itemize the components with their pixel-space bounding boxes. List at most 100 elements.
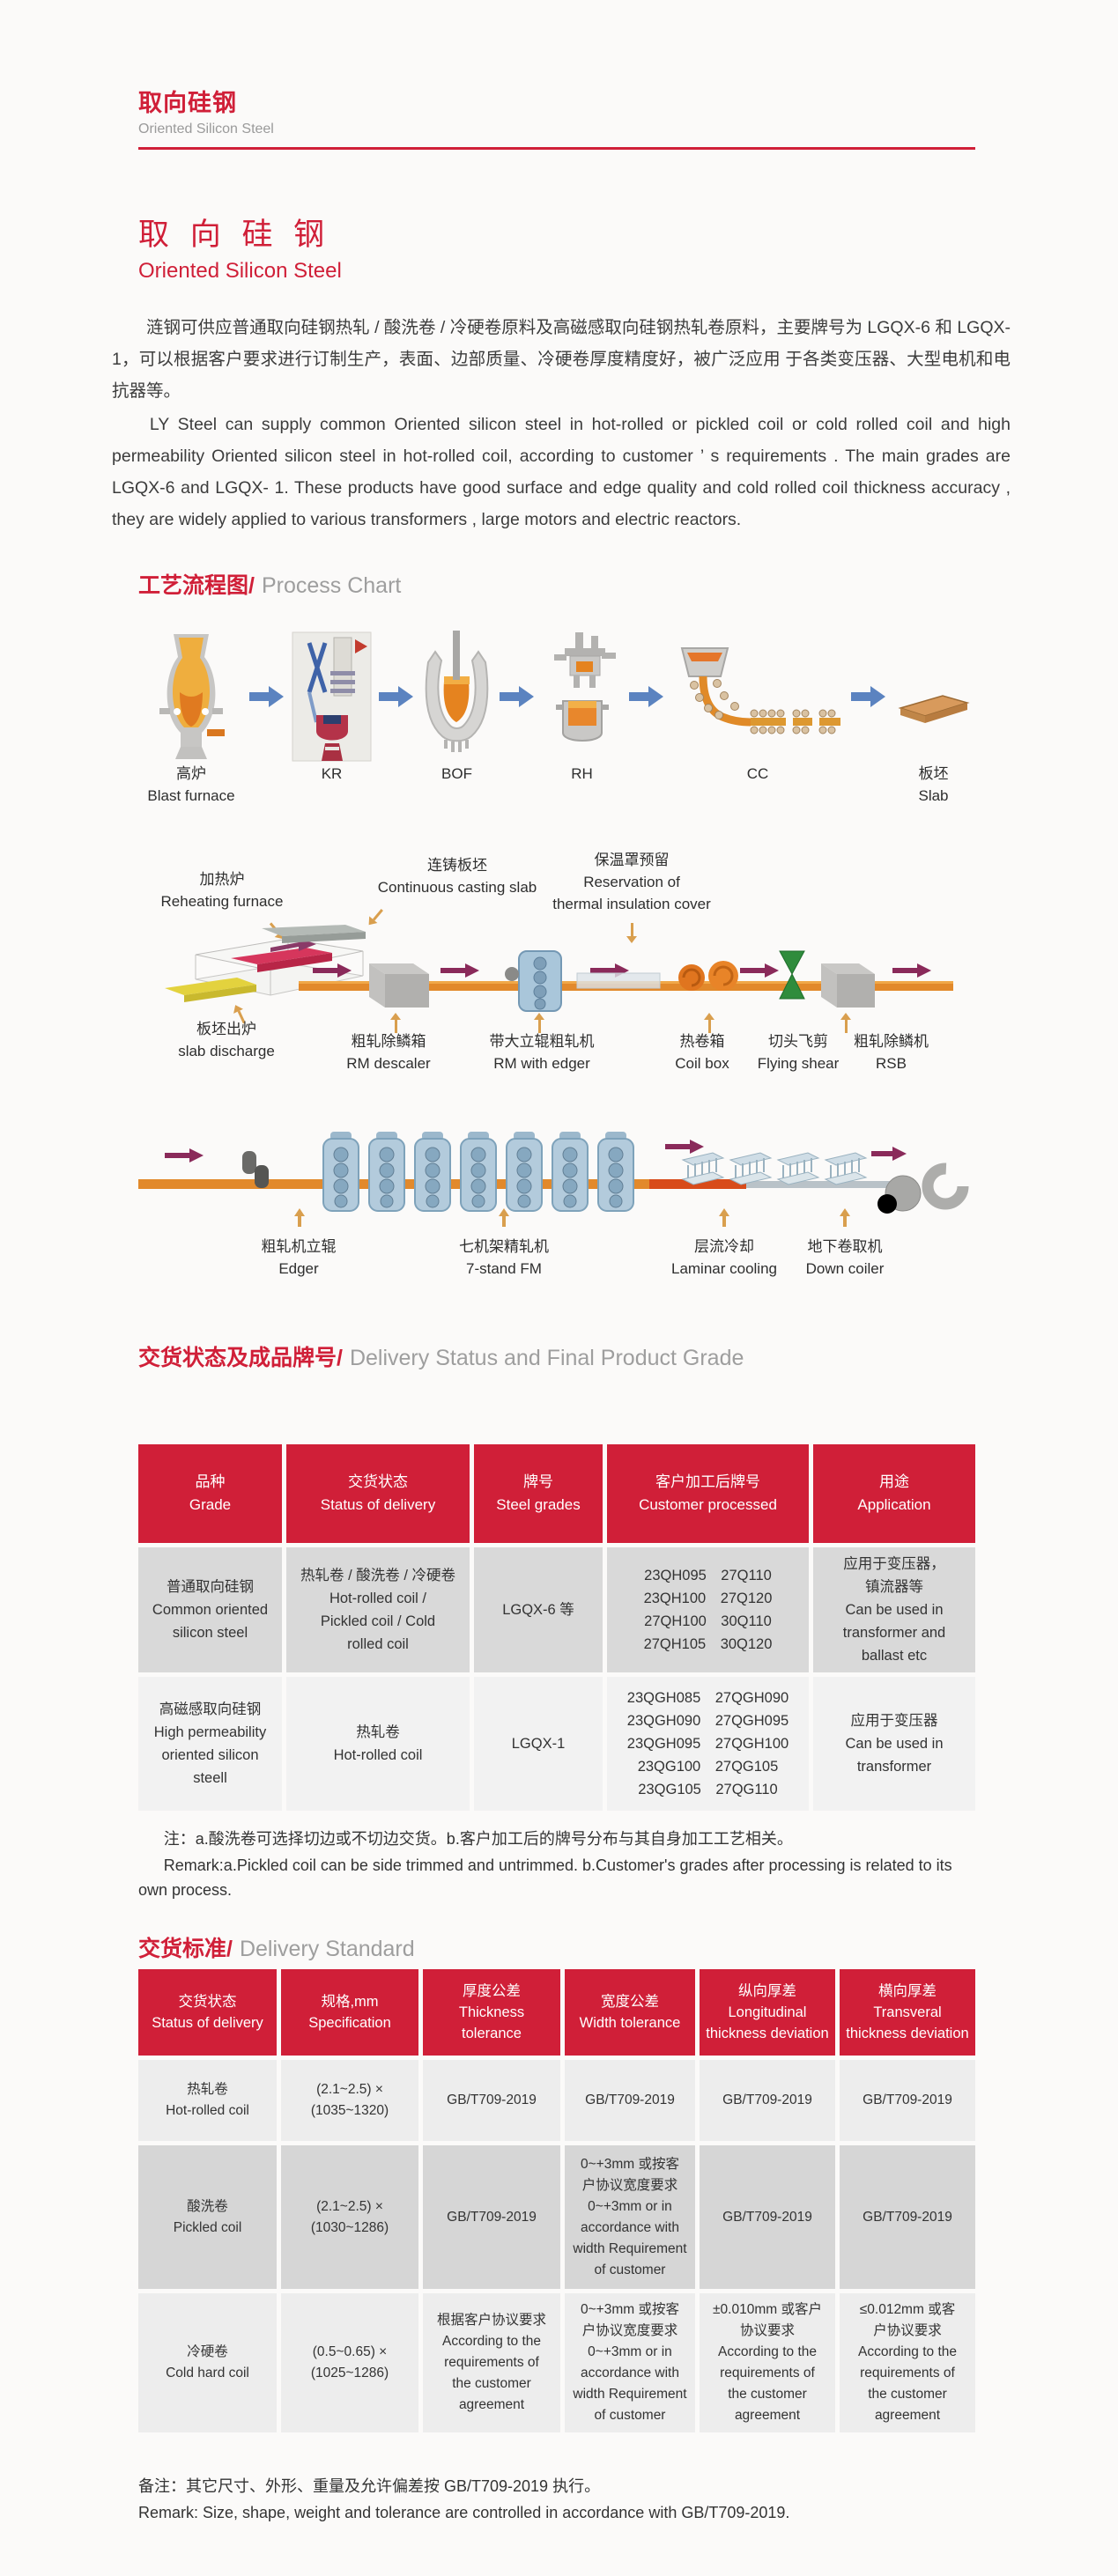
heading-zh: 交货标准/ xyxy=(138,1937,233,1961)
table-cell-width: 0~+3mm 或按客 户协议宽度要求 0~+3mm or in accordan… xyxy=(565,2145,695,2289)
table-cell-status: 酸洗卷 Pickled coil xyxy=(138,2145,277,2289)
flow-arrow-icon xyxy=(629,685,664,712)
table-cell-status: 热轧卷 Hot-rolled coil xyxy=(286,1677,470,1811)
rh-degasser-icon xyxy=(540,631,624,763)
table-cell-application: 应用于变压器 Can be used in transformer xyxy=(813,1677,975,1811)
header-divider xyxy=(138,147,975,150)
note-en: Remark: Size, shape, weight and toleranc… xyxy=(138,2504,790,2521)
delivery-status-heading: 交货状态及成品牌号/Delivery Status and Final Prod… xyxy=(138,1345,975,1371)
table-cell-thickness: GB/T709-2019 xyxy=(423,2145,560,2289)
table-cell-spec: (0.5~0.65) × (1025~1286) xyxy=(281,2293,418,2432)
table-cell-width: 0~+3mm 或按客 户协议宽度要求 0~+3mm or in accordan… xyxy=(565,2293,695,2432)
pointer-arrow xyxy=(840,1013,852,1033)
heading-zh: 交货状态及成品牌号/ xyxy=(138,1346,343,1370)
stage-slab: 板坯 Slab xyxy=(892,631,975,807)
process-row-roughing: 加热炉 Reheating furnace 连铸板坯 Continuous ca… xyxy=(138,849,975,1074)
pointer-arrow xyxy=(703,1013,715,1033)
blast-furnace-icon xyxy=(138,631,244,763)
label-edger: 粗轧机立辊 Edger xyxy=(261,1238,337,1277)
label-7-stand-fm: 七机架精轧机 7-stand FM xyxy=(459,1238,549,1277)
stage-label-en: Blast furnace xyxy=(147,787,235,804)
heading-en: Delivery Status and Final Product Grade xyxy=(349,1346,744,1370)
label-coil-box: 热卷箱 Coil box xyxy=(675,1033,729,1072)
table-cell-processed: 23QGH085 27QGH090 23QGH090 27QGH095 23QG… xyxy=(607,1677,809,1811)
delivery-status-section: 交货状态及成品牌号/Delivery Status and Final Prod… xyxy=(138,1345,975,1902)
table-cell-steel-grade: LGQX-6 等 xyxy=(474,1547,603,1672)
document-page: 取向硅钢 Oriented Silicon Steel 取 向 硅 钢 Orie… xyxy=(112,88,1011,2526)
label-flying-shear: 切头飞剪 Flying shear xyxy=(757,1033,840,1072)
finishing-line-illustration xyxy=(138,1132,969,1227)
table-cell-status: 热轧卷 / 酸洗卷 / 冷硬卷 Hot-rolled coil / Pickle… xyxy=(286,1547,470,1672)
delivery-status-notes: 注：a.酸洗卷可选择切边或不切边交货。b.客户加工后的牌号分布与其自身加工工艺相… xyxy=(138,1827,975,1902)
flow-arrow-icon xyxy=(500,685,535,712)
note-zh: 注：a.酸洗卷可选择切边或不切边交货。b.客户加工后的牌号分布与其自身加工工艺相… xyxy=(163,1830,793,1848)
heading-zh: 工艺流程图/ xyxy=(138,573,255,598)
stage-label-zh: 高炉 xyxy=(176,765,206,782)
continuous-caster-icon xyxy=(670,631,846,763)
process-chart-section: 工艺流程图/Process Chart 高炉 Blast f xyxy=(138,572,975,1292)
slab-icon xyxy=(892,631,975,763)
label-rm-with-edger: 带大立辊粗轧机 RM with edger xyxy=(489,1033,595,1072)
kr-desulfurization-icon xyxy=(290,631,374,763)
table-cell-processed: 23QH095 27Q110 23QH100 27Q120 27QH100 30… xyxy=(607,1547,809,1672)
page-title-zh: 取 向 硅 钢 xyxy=(138,218,331,252)
pointer-arrow xyxy=(533,1013,545,1033)
pointer-arrow xyxy=(626,923,638,943)
table-cell-thickness: GB/T709-2019 xyxy=(423,2060,560,2141)
table-cell-thickness: 根据客户协议要求 According to the requirements o… xyxy=(423,2293,560,2432)
table-cell-grade: 高磁感取向硅钢 High permeability oriented silic… xyxy=(138,1677,282,1811)
stage-blast-furnace: 高炉 Blast furnace xyxy=(138,631,244,807)
table-cell-spec: (2.1~2.5) × (1035~1320) xyxy=(281,2060,418,2141)
table-cell-grade: 普通取向硅钢 Common oriented silicon steel xyxy=(138,1547,282,1672)
roughing-line-illustration xyxy=(165,925,953,1012)
intro-paragraph-en: LY Steel can supply common Oriented sili… xyxy=(112,415,1011,529)
label-continuous-casting-slab: 连铸板坯 Continuous casting slab xyxy=(377,857,537,896)
stage-label-zh: CC xyxy=(746,765,769,782)
flow-arrow-icon xyxy=(851,685,886,712)
table-cell-longitudinal: ±0.010mm 或客户 协议要求 According to the requi… xyxy=(700,2293,835,2432)
stage-bof: BOF xyxy=(419,631,494,785)
stage-kr: KR xyxy=(290,631,374,785)
heading-en: Delivery Standard xyxy=(239,1937,415,1961)
intro-paragraph-zh: 涟钢可供应普通取向硅钢热轧 / 酸洗卷 / 冷硬卷原料及高磁感取向硅钢热轧卷原料… xyxy=(112,318,1011,401)
label-rm-descaler: 粗轧除鳞箱 RM descaler xyxy=(346,1033,431,1072)
bof-converter-icon xyxy=(419,631,494,763)
stage-label-zh: BOF xyxy=(441,765,472,782)
note-zh: 备注：其它尺寸、外形、重量及允许偏差按 GB/T709-2019 执行。 xyxy=(138,2477,601,2495)
label-thermal-insulation-cover: 保温罩预留 Reservation of thermal insulation … xyxy=(552,852,711,912)
intro-section: 取 向 硅 钢 Oriented Silicon Steel 涟钢可供应普通取向… xyxy=(112,217,1011,535)
flow-arrow-icon xyxy=(249,685,285,712)
table-cell-transversal: ≤0.012mm 或客 户协议要求 According to the requi… xyxy=(840,2293,975,2432)
doc-header-title-zh: 取向硅钢 xyxy=(138,90,237,116)
table-cell-longitudinal: GB/T709-2019 xyxy=(700,2060,835,2141)
table-cell-longitudinal: GB/T709-2019 xyxy=(700,2145,835,2289)
table-cell-status: 热轧卷 Hot-rolled coil xyxy=(138,2060,277,2141)
label-slab-discharge: 板坯出炉 slab discharge xyxy=(178,1021,275,1059)
delivery-standard-heading: 交货标准/Delivery Standard xyxy=(138,1936,975,1962)
delivery-standard-notes: 备注：其它尺寸、外形、重量及允许偏差按 GB/T709-2019 执行。 Rem… xyxy=(138,2473,975,2526)
table-cell-transversal: GB/T709-2019 xyxy=(840,2060,975,2141)
label-laminar-cooling: 层流冷却 Laminar cooling xyxy=(670,1238,777,1277)
table-cell-width: GB/T709-2019 xyxy=(565,2060,695,2141)
label-reheating-furnace: 加热炉 Reheating furnace xyxy=(160,871,284,910)
flow-arrow-icon xyxy=(379,685,414,712)
process-chart-heading: 工艺流程图/Process Chart xyxy=(138,572,975,599)
stage-label-zh: 板坯 xyxy=(918,765,949,782)
label-rsb: 粗轧除鳞机 RSB xyxy=(854,1033,929,1072)
doc-header: 取向硅钢 Oriented Silicon Steel xyxy=(138,88,975,150)
stage-label-zh: KR xyxy=(321,765,343,782)
process-row-finishing: 粗轧机立辊 Edger 七机架精轧机 7-stand FM 层流冷却 Lamin… xyxy=(138,1125,975,1292)
